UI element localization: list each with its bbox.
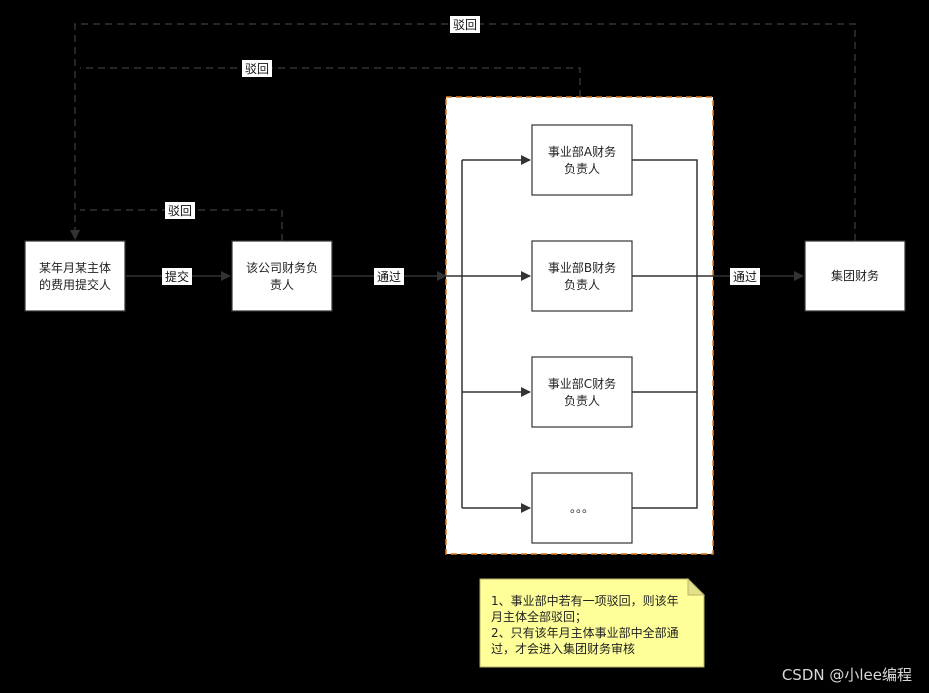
branch-connector-left [446,160,463,508]
svg-text:负责人: 负责人 [564,394,600,408]
edge-label-pass-to-group: 通过 [730,268,760,285]
edge-label-reject-departments: 驳回 [242,60,272,77]
svg-text:负责人: 负责人 [564,162,600,176]
svg-text:驳回: 驳回 [453,18,477,32]
svg-text:月主体全部驳回；: 月主体全部驳回； [491,609,587,624]
svg-text:的费用提交人: 的费用提交人 [39,277,111,292]
svg-text:责人: 责人 [270,278,294,292]
edge-label-reject-group: 驳回 [450,16,480,33]
svg-text:驳回: 驳回 [168,204,192,218]
node-dept-c: 事业部C财务 负责人 [531,356,633,428]
svg-text:该公司财务负: 该公司财务负 [246,260,318,275]
reject-line-company [80,209,283,241]
svg-text:事业部B财务: 事业部B财务 [548,260,616,275]
svg-text:集团财务: 集团财务 [831,268,879,283]
node-dept-a: 事业部A财务 负责人 [531,124,633,196]
watermark-text: CSDN @小lee编程 [782,666,912,684]
note-card: 1、事业部中若有一项驳回，则该年 月主体全部驳回； 2、只有该年月主体事业部中全… [479,577,706,668]
edge-label-submit: 提交 [162,268,192,285]
svg-text:2、只有该年月主体事业部中全部通: 2、只有该年月主体事业部中全部通 [491,625,679,640]
svg-text:1、事业部中若有一项驳回，则该年: 1、事业部中若有一项驳回，则该年 [491,593,679,608]
svg-text:。。。: 。。。 [570,501,594,515]
node-company-finance: 该公司财务负 责人 [231,240,333,312]
node-dept-more: 。。。 [531,472,633,544]
node-group-finance: 集团财务 [804,240,906,312]
reject-line-departments [80,67,581,97]
svg-text:提交: 提交 [165,269,189,284]
svg-text:负责人: 负责人 [564,278,600,292]
node-dept-b: 事业部B财务 负责人 [531,240,633,312]
svg-text:通过: 通过 [733,270,757,284]
edge-label-pass-to-departments: 通过 [374,268,404,285]
node-submitter: 某年月某主体 的费用提交人 [24,240,126,312]
branch-connector-right [632,159,698,509]
svg-text:通过: 通过 [377,270,401,284]
edge-label-reject-company: 驳回 [165,202,195,219]
svg-text:事业部A财务: 事业部A财务 [548,144,616,159]
svg-text:某年月某主体: 某年月某主体 [39,261,111,275]
svg-text:驳回: 驳回 [245,62,269,76]
svg-text:事业部C财务: 事业部C财务 [548,376,616,391]
svg-text:过，才会进入集团财务审核: 过，才会进入集团财务审核 [491,641,635,656]
